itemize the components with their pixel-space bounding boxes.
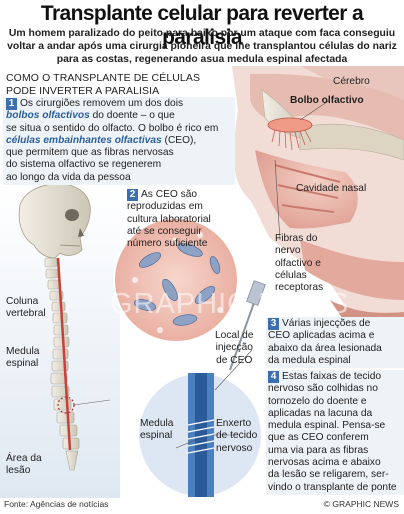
label-coluna-vertebral: Coluna vertebral <box>6 296 46 321</box>
step-1-line-2: do doente – o que <box>89 110 175 122</box>
label-local-injeccao-line-2: injecção <box>215 342 253 354</box>
label-fibras-line-1: Fibras do <box>275 233 318 244</box>
bolbos-olfactivos-term: bolbos olfactivos <box>6 110 90 122</box>
step-1-line-3: se situa o sentido do olfacto. O bolbo é… <box>6 122 219 134</box>
step-3-line-3: abaixo da área lesionada <box>268 342 382 354</box>
step-1-line-7: ao longo da vida da pessoa <box>6 171 131 183</box>
label-medula-inset-line-2: espinal <box>140 430 173 442</box>
step-3-number: 3 <box>268 318 279 330</box>
label-medula-inset-line-1: Medula <box>140 418 174 429</box>
label-fibras-line-5: receptoras <box>275 282 324 294</box>
label-fibras-line-3: olfactivo e <box>275 257 321 269</box>
label-enxerto: Enxerto de tecido nervoso <box>216 418 257 455</box>
label-enxerto-line-3: nervoso <box>216 442 253 454</box>
step-2-line-2: reproduzidas em <box>127 201 203 213</box>
step-1-line-6: do sistema olfactivo se regenerem <box>6 159 162 171</box>
label-coluna-line-1: Coluna <box>6 296 39 307</box>
label-medula-line-2: espinal <box>6 358 39 370</box>
page-title: Transplante celular para reverter a para… <box>40 2 364 49</box>
step-4-line-10: vindo o transplante de ponte <box>268 481 397 493</box>
label-cavidade-nasal: Cavidade nasal <box>296 183 367 194</box>
step-3-line-2: CEO aplicadas acima e <box>268 330 375 342</box>
label-fibras-line-2: nervo <box>275 245 301 257</box>
step-2-line-5: número suficiente <box>127 238 208 250</box>
step-4-line-1: Estas faixas de tecido <box>282 371 382 382</box>
label-coluna-line-2: vertebral <box>6 308 46 320</box>
label-area-lesao-line-2: lesão <box>6 465 31 477</box>
label-medula-espinal: Medula espinal <box>6 346 39 371</box>
label-fibras: Fibras do nervo olfactivo e células rece… <box>275 233 323 294</box>
credit: © GRAPHIC NEWS <box>323 499 399 509</box>
step-1-line-1: Os cirurgiões removem um dos dois <box>20 98 184 109</box>
label-bolbo-olfactivo: Bolbo olfactivo <box>290 95 364 106</box>
label-fibras-line-4: células <box>275 269 307 281</box>
step-1-number: 1 <box>6 98 17 110</box>
subtitle: Um homem paralizado do peito para baixo … <box>7 28 397 65</box>
step-4-number: 4 <box>268 371 279 383</box>
step-4-line-9: da lesão se religarem, ser- <box>268 469 389 481</box>
ceo-term: células embainhantes olfactivas <box>6 134 162 146</box>
spinal-cord-inset <box>137 372 263 498</box>
label-medula-line-1: Medula <box>6 346 40 357</box>
label-enxerto-line-2: de tecido <box>216 430 258 442</box>
step-4-line-2: nervoso são colhidas no <box>268 383 378 395</box>
label-local-injeccao-line-3: de CEO <box>216 354 253 366</box>
step-2-number: 2 <box>127 189 138 201</box>
section-heading-line-2: PODE INVERTER A PARALISIA <box>6 84 160 97</box>
anatomy-illustration <box>0 66 404 498</box>
step-1-line-4: (CEO), <box>161 134 197 146</box>
label-local-injeccao: Local de injecção de CEO <box>215 330 254 367</box>
step-2-line-1: As CEO são <box>141 189 198 200</box>
cell-culture-illustration <box>113 217 239 343</box>
label-area-lesao-line-1: Área da <box>6 453 42 464</box>
step-2-line-3: cultura laboratorial <box>127 213 211 225</box>
label-medula-inset: Medula espinal <box>140 418 173 443</box>
label-local-injeccao-line-1: Local de <box>215 330 254 341</box>
step-4-line-5: medula espinal. Pensa-se <box>268 420 386 432</box>
spine-illustration <box>44 257 80 471</box>
label-enxerto-line-1: Enxerto <box>216 418 252 429</box>
step-1-line-5: que permitem que as fibras nervosas <box>6 147 174 159</box>
label-cerebro: Cérebro <box>333 76 370 87</box>
step-2-line-4: até se conseguir <box>127 225 202 237</box>
step-3-line-1: Várias injecções de <box>282 318 371 329</box>
step-4-line-8: nervosas acima e abaixo <box>268 457 381 469</box>
section-heading: COMO O TRANSPLANTE DE CÉLULAS PODE INVER… <box>6 72 200 97</box>
section-heading-line-1: COMO O TRANSPLANTE DE CÉLULAS <box>6 72 201 84</box>
syringe-illustration <box>229 280 266 371</box>
step-3-line-4: da medula espinal <box>268 354 351 366</box>
source-note: Fonte: Agências de notícias <box>4 499 109 509</box>
step-4-line-7: uma via para as fibras <box>268 444 369 456</box>
label-area-lesao: Área da lesão <box>6 453 42 478</box>
step-4-line-3: tornozelo do doente e <box>268 395 367 407</box>
step-4-line-4: aplicadas na lacuna da <box>268 407 373 419</box>
step-4-line-6: que as CEO conferem <box>268 432 369 444</box>
